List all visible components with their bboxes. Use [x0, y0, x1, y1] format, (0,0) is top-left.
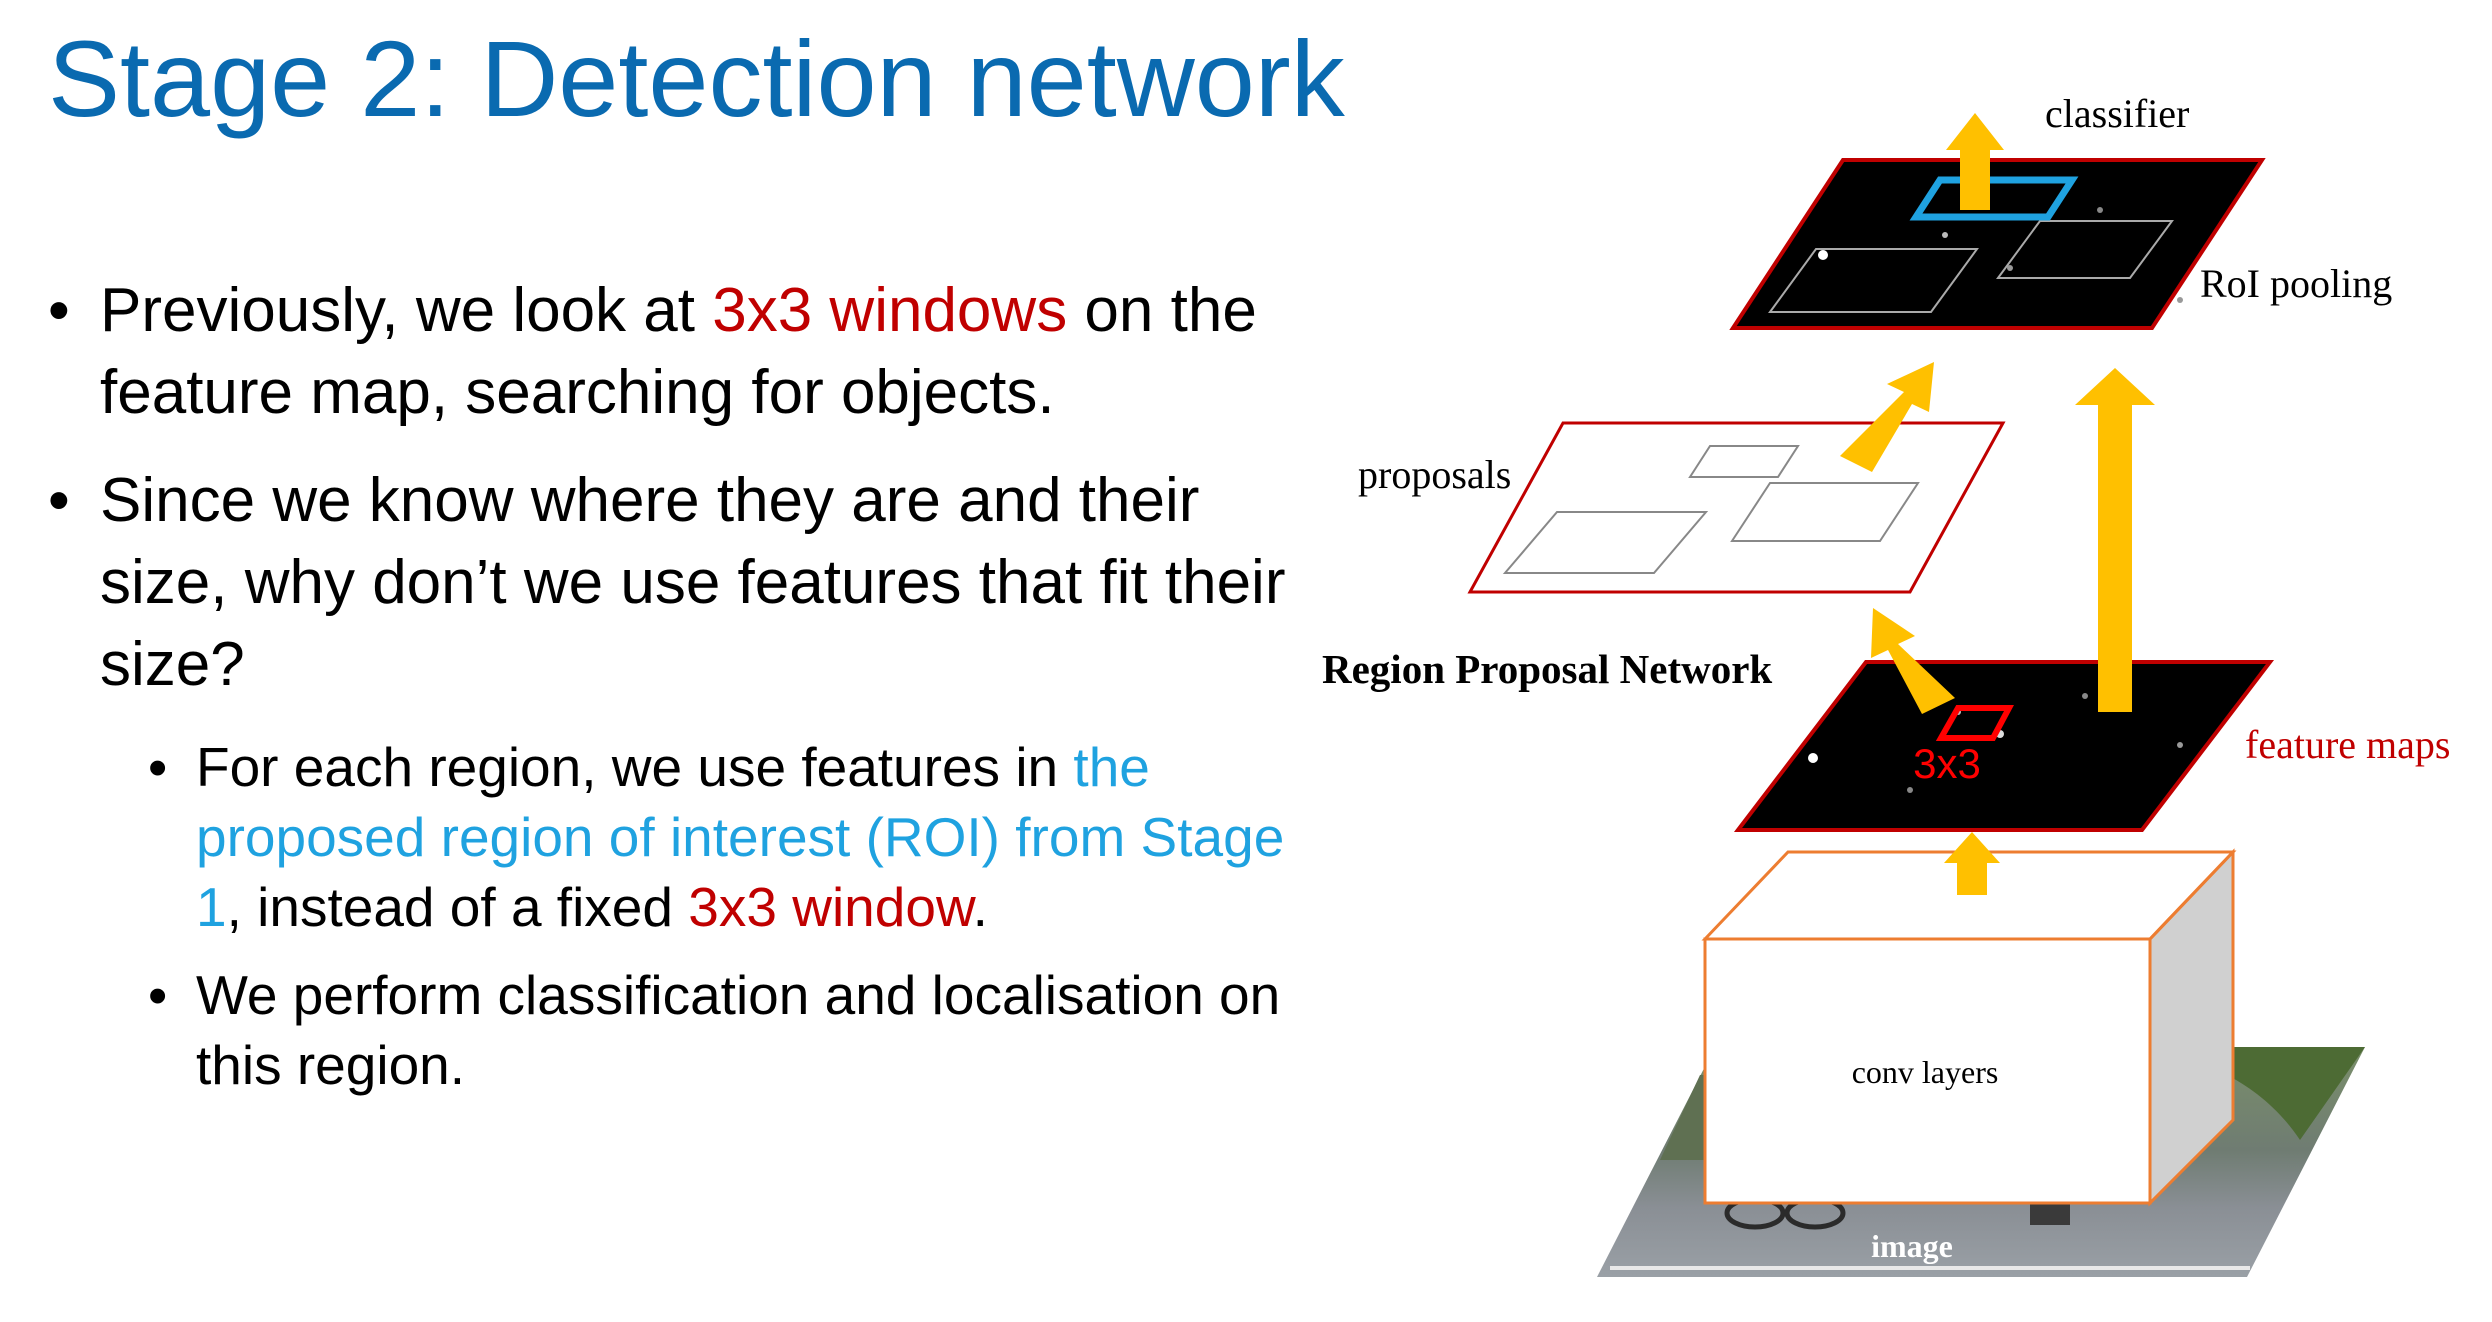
- bullet-item: • Since we know where they are and their…: [44, 460, 1344, 706]
- arrow-features-to-proposals: [1871, 608, 1955, 714]
- sub-bullet-text-highlight: the proposed region of interest (ROI) fr…: [196, 736, 1285, 938]
- faster-rcnn-diagram: image conv layers 3x3: [1322, 91, 2450, 1277]
- sub-bullet-item: • We perform classification and localisa…: [44, 960, 1344, 1100]
- feature-maps-label: feature maps: [2245, 722, 2450, 767]
- bullet-list: • Previously, we look at 3x3 windows on …: [44, 270, 1344, 1118]
- bullet-dot: •: [48, 466, 70, 535]
- bullet-dot: •: [48, 276, 70, 345]
- feature-map: 3x3: [1733, 660, 2275, 832]
- sub-bullet-text-segment: For each region, we use features in: [196, 736, 1074, 798]
- bullet-text-highlight: 3x3 windows: [712, 276, 1068, 345]
- arrow-proposals-to-roi: [1840, 362, 1934, 472]
- slide-title: Stage 2: Detection network: [48, 18, 1345, 139]
- window-size-label: 3x3: [1913, 740, 1981, 787]
- proposals-label: proposals: [1358, 452, 1511, 497]
- sub-bullet-text-segment: We perform classification and localisati…: [196, 964, 1281, 1096]
- roi-pooling-label: RoI pooling: [2200, 261, 2392, 306]
- arrow-features-to-roi: [2075, 368, 2155, 712]
- bullet-item: • Previously, we look at 3x3 windows on …: [44, 270, 1344, 434]
- sub-bullet-text-highlight: 3x3 window: [688, 876, 973, 938]
- rpn-label: Region Proposal Network: [1322, 646, 1772, 692]
- conv-layers-box: conv layers: [1701, 848, 2237, 1207]
- bullet-text-segment: Previously, we look at: [100, 276, 713, 345]
- conv-layers-label: conv layers: [1852, 1054, 1999, 1090]
- bullet-text-segment: on the feature map, searching for object…: [100, 276, 1257, 427]
- sub-bullet-dot: •: [148, 736, 168, 798]
- sliding-window: [1935, 705, 2014, 741]
- classifier-label: classifier: [2045, 91, 2189, 136]
- sub-bullet-item: • For each region, we use features in th…: [44, 732, 1344, 942]
- sub-bullet-text-segment: , instead of a fixed: [226, 876, 689, 938]
- image-label: image: [1871, 1228, 1953, 1264]
- roi-box: [1909, 176, 2079, 221]
- bullet-text-segment: Since we know where they are and their s…: [100, 466, 1286, 699]
- arrow-conv-to-features: [1944, 832, 2000, 895]
- proposals-layer: [1467, 421, 2006, 594]
- sub-bullet-dot: •: [148, 964, 168, 1026]
- arrow-to-classifier: [1946, 113, 2004, 210]
- sub-bullet-text-segment: .: [972, 876, 988, 938]
- roi-pooling-map: [1729, 158, 2266, 330]
